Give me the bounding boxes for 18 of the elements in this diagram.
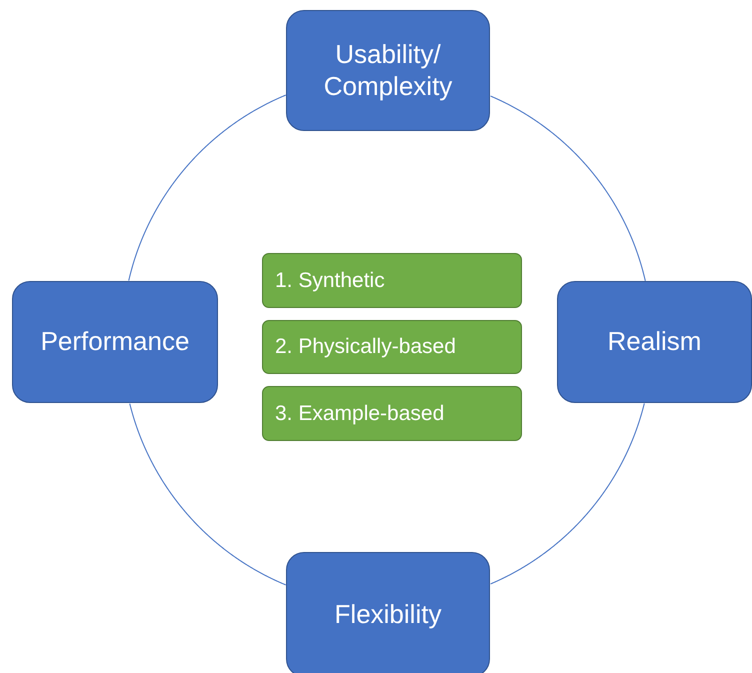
node-label: 3. Example-based [275, 402, 444, 426]
node-label: 2. Physically-based [275, 335, 456, 359]
node-label: Flexibility [334, 598, 442, 630]
connector-arc [490, 402, 645, 584]
topic-box [557, 281, 752, 403]
list-item-box [262, 253, 522, 308]
node-label: Realism [608, 326, 702, 358]
connector-arc [128, 94, 286, 282]
connector-arc [490, 96, 646, 282]
list-item-box [262, 320, 522, 374]
topic-box [12, 281, 218, 403]
node-label: 1. Synthetic [275, 268, 385, 292]
node-label: Performance [40, 326, 190, 358]
list-item-box [262, 386, 522, 441]
node-label: Usability/ Complexity [322, 39, 454, 102]
topic-box [286, 10, 490, 131]
connector-arc [129, 403, 286, 586]
topic-box [286, 552, 490, 673]
